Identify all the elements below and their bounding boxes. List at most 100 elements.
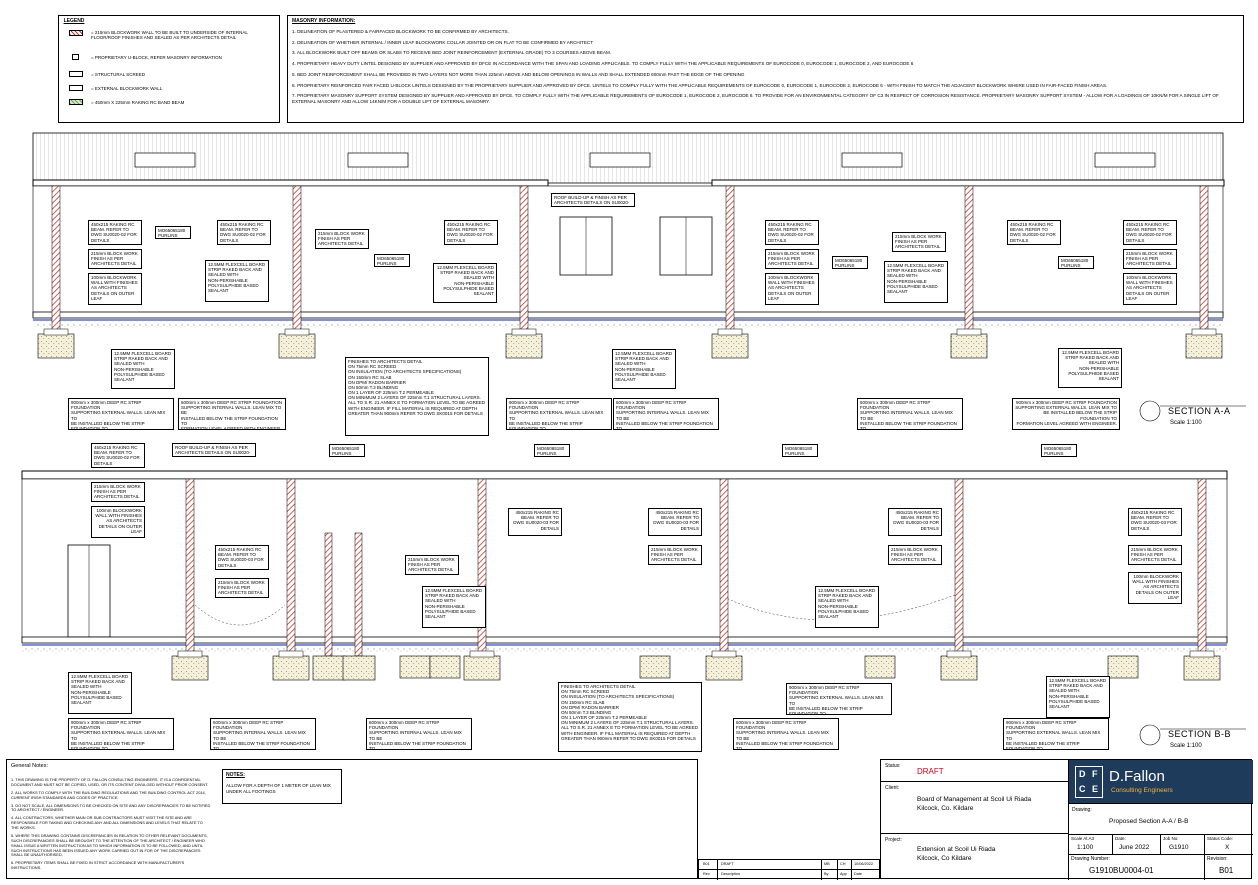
- logo-letter: F: [1092, 769, 1098, 779]
- legend-item-screed: = STRUCTURAL SCREED: [91, 72, 145, 77]
- blockwork-wall: [519, 185, 529, 335]
- note-beam-rc: 450x215 RAKING RC BEAM. REFER TO DWG SU0…: [648, 508, 702, 536]
- blockwork-wall: [725, 185, 735, 335]
- general-notes-list: 1. THIS DRAWING IS THE PROPERTY OF D. FA…: [11, 777, 211, 871]
- revisions-table: B01 DRAFT MB CH 10/06/2022 Rev Descripti…: [698, 859, 881, 880]
- section-a-a: [32, 132, 1225, 359]
- general-note: 2. ALL WORKS TO COMPLY WITH THE BUILDING…: [11, 789, 206, 800]
- section-a-scale: Scale 1:100: [1170, 420, 1202, 426]
- revision-by: MB: [824, 862, 830, 866]
- job-label: Job No:: [1163, 836, 1179, 841]
- drawing-number-value: G1910BU0004-01: [1089, 866, 1154, 875]
- footing-cap: [711, 650, 737, 658]
- section-a-title: SECTION A-A: [1168, 406, 1231, 416]
- revision-app: CH: [840, 862, 846, 866]
- strip-footing: [864, 655, 896, 679]
- strip-footing: [950, 333, 988, 359]
- drawing-number-label: Drawing Number:: [1071, 856, 1110, 862]
- drawing-value: Proposed Section A-A / B-B: [1109, 818, 1189, 825]
- note-strip-external: 900mm x 300mm DEEP RC STRIP FOUNDATION S…: [68, 718, 174, 750]
- revision-value: B01: [1219, 866, 1234, 875]
- status-code-label: Status Code:: [1207, 836, 1234, 841]
- revision-row: B01 DRAFT MB CH 10/06/2022: [699, 860, 881, 870]
- section-b-title: SECTION B-B: [1168, 729, 1232, 739]
- note-beam-rc: 450x215 RAKING RC BEAM. REFER TO DWG SU0…: [444, 220, 498, 245]
- note-beam-rc: 450x215 RAKING RC BEAM. REFER TO DWG SU0…: [1128, 508, 1182, 536]
- note-roof-buildup: ROOF BUILD-UP & FINISH AS PER ARCHITECTS…: [172, 443, 256, 457]
- company-sub: Consulting Engineers: [1111, 787, 1173, 794]
- note-block-215: 215mm BLOCK WORK FINISH AS PER ARCHITECT…: [892, 232, 946, 252]
- note-strip-internal: 600mm x 300mm DEEP RC STRIP FOUNDATION S…: [366, 718, 472, 750]
- note-flexcell: 12.5MM FLEXCELL BOARD STRIP RAKED BACK A…: [815, 586, 879, 628]
- general-note: 4. ALL CONTRACTORS, WHETHER MAIN OR SUB …: [11, 815, 203, 830]
- notes-text: ALLOW FOR A DEPTH OF 1 METER OF LEAN MIX…: [226, 783, 331, 794]
- note-strip-internal: 600mm x 300mm DEEP RC STRIP FOUNDATION S…: [613, 398, 719, 430]
- strip-footing: [278, 333, 316, 359]
- blockwork-wall: [477, 478, 487, 657]
- note-strip-internal: 600mm x 300mm DEEP RC STRIP FOUNDATION S…: [178, 398, 286, 430]
- note-beam-rc: 450x215 RAKING RC BEAM. REFER TO DWG SU0…: [888, 508, 942, 536]
- strip-footing: [429, 655, 461, 679]
- drawing-number-row: Drawing Number: G1910BU0004-01 Revision:…: [1069, 855, 1253, 880]
- legend-title: LEGEND: [63, 18, 85, 24]
- note-beam-rc: 450x215 RAKING RC BEAM. REFER TO DWG SU0…: [215, 545, 269, 570]
- blockwork-wall: [324, 532, 333, 657]
- general-note: 5. WHERE THIS DRAWING CONTAINS DISCREPAN…: [11, 832, 208, 858]
- masonry-item: 7. PROPRIETARY MASONRY SUPPORT SYSTEM DE…: [292, 93, 1219, 105]
- blockwork-wall: [292, 185, 302, 335]
- logo-letter: E: [1092, 784, 1099, 794]
- footing-cap: [278, 650, 304, 658]
- note-purlins: MO65065180 PURLINS: [1058, 256, 1094, 269]
- strip-footing: [37, 333, 75, 359]
- note-beam-rc: 450x215 RAKING RC BEAM. REFER TO DWG SU0…: [91, 443, 145, 468]
- note-purlins: MO65065180 PURLINS: [1041, 444, 1077, 457]
- drawing-label: Drawing:: [1072, 807, 1092, 813]
- note-purlins: MO65065180 PURLINS: [374, 254, 410, 267]
- note-strip-internal: 600mm x 300mm DEEP RC STRIP FOUNDATION S…: [210, 718, 316, 750]
- legend-item-blockwork: = 215mm BLOCKWORK WALL TO BE BUILT TO UN…: [91, 30, 248, 41]
- logo-letter: C: [1079, 784, 1086, 794]
- scale-value: 1:100: [1077, 844, 1094, 851]
- footing-cap: [177, 650, 203, 658]
- strip-footing: [1107, 655, 1139, 679]
- client-value: Board of Management at Scoil Ui Riada Ki…: [917, 796, 1032, 812]
- project-cell: Project: Extension at Scoil Ui Riada Kil…: [881, 834, 1069, 880]
- footing-cap: [511, 328, 537, 336]
- status-code-value: X: [1225, 844, 1230, 851]
- footing-cap: [946, 650, 972, 658]
- note-flexcell: 12.5MM FLEXCELL BOARD STRIP RAKED BACK A…: [68, 672, 132, 714]
- legend-swatch-blockwork: [69, 30, 83, 36]
- blockwork-wall: [286, 478, 296, 657]
- revision-header-by: By: [824, 872, 829, 876]
- note-block-215: 215mm BLOCK WORK FINISH AS PER ARCHITECT…: [215, 578, 269, 598]
- note-strip-external: 900mm x 300mm DEEP RC STRIP FOUNDATION S…: [1003, 718, 1109, 750]
- note-flexcell: 12.5MM FLEXCELL BOARD STRIP RAKED BACK A…: [1046, 676, 1110, 718]
- footing-cap: [956, 328, 982, 336]
- note-block-215: 215mm BLOCK WORK FINISH AS PER ARCHITECT…: [648, 545, 702, 565]
- note-roof-buildup: ROOF BUILD-UP & FINISH AS PER ARCHITECTS…: [551, 193, 635, 207]
- footing-cap: [1191, 328, 1217, 336]
- masonry-item: 4. PROPRIETARY HEAVY DUTY LINTEL DESIGNE…: [292, 61, 914, 67]
- strip-footing: [505, 333, 543, 359]
- strip-footing: [272, 655, 310, 681]
- revision-header-app: App: [840, 872, 847, 876]
- scale-label: Scale At A3: [1071, 836, 1095, 841]
- strip-footing: [639, 655, 671, 679]
- strip-footing: [312, 655, 346, 681]
- logo-letter: D: [1079, 769, 1086, 779]
- note-block-100: 100mm BLOCKWORK WALL WITH FINISHES AS AR…: [1123, 273, 1177, 305]
- revision-header-row: Rev Description By App Date: [699, 870, 881, 880]
- note-beam-rc: 450x215 RAKING RC BEAM. REFER TO DWG SU0…: [1123, 220, 1177, 245]
- blockwork-wall: [964, 185, 974, 335]
- note-block-100: 100mm BLOCKWORK WALL WITH FINISHES AS AR…: [1128, 572, 1182, 604]
- note-purlins: MO65065180 PURLINS: [534, 444, 570, 457]
- legend-item-ublock: = PROPRIETARY U-BLOCK, REFER MASONRY INF…: [91, 55, 222, 60]
- revision-label: Revision:: [1207, 856, 1228, 862]
- general-notes-box: General Notes: 1. THIS DRAWING IS THE PR…: [6, 759, 698, 879]
- general-note: 3. DO NOT SCALE, ALL DIMENSIONS TO BE CH…: [11, 802, 211, 813]
- footing-cap: [284, 328, 310, 336]
- company-name: D.Fallon: [1109, 768, 1165, 785]
- legend-item-external: = EXTERNAL BLOCKWORK WALL: [91, 86, 163, 91]
- blockwork-wall: [354, 532, 363, 657]
